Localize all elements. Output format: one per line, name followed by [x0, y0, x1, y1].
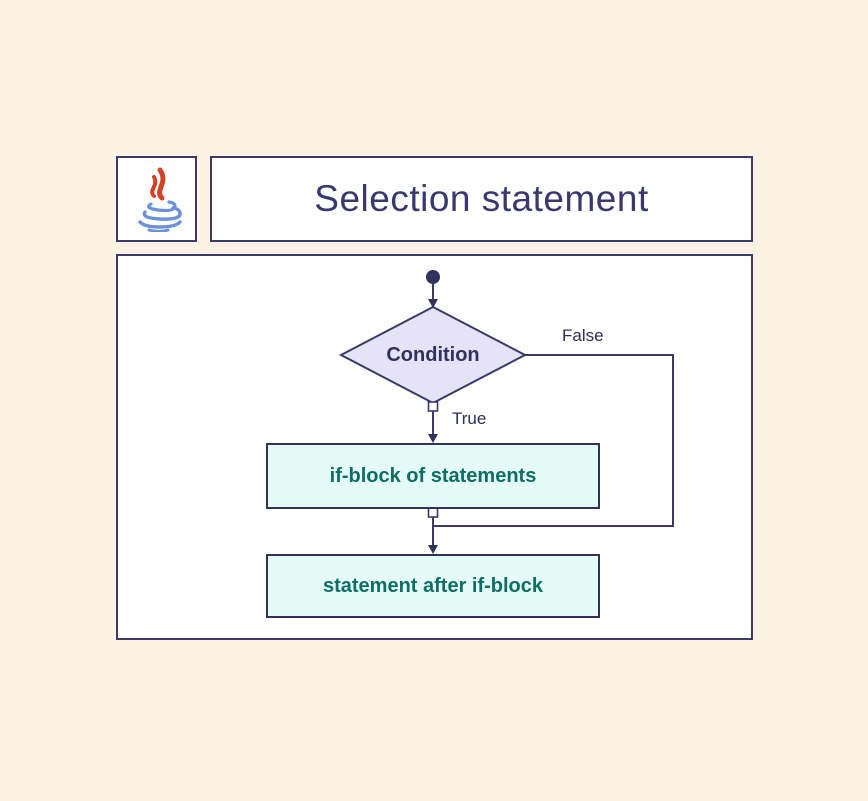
condition-label: Condition	[386, 343, 480, 366]
junction-square-true	[427, 401, 439, 412]
title-box: Selection statement	[210, 156, 753, 242]
false-branch-line	[434, 354, 674, 527]
true-branch-label: True	[452, 409, 487, 428]
flowchart-panel: Condition True False if-block of stateme…	[116, 254, 753, 640]
java-logo-box	[116, 156, 197, 242]
start-node	[426, 270, 440, 284]
page-title: Selection statement	[314, 178, 649, 219]
arrow-to-if-block-icon	[428, 434, 438, 443]
after-block-node: statement after if-block	[266, 554, 600, 618]
after-block-label: statement after if-block	[322, 574, 544, 597]
junction-square-exit	[427, 507, 439, 518]
flowchart-connectors	[338, 270, 674, 554]
java-logo-icon	[137, 167, 182, 232]
if-block-node: if-block of statements	[266, 443, 600, 509]
arrow-to-condition-icon	[428, 299, 438, 308]
if-block-label: if-block of statements	[329, 464, 537, 487]
arrow-to-after-block-icon	[428, 545, 438, 554]
false-branch-label: False	[562, 326, 604, 345]
